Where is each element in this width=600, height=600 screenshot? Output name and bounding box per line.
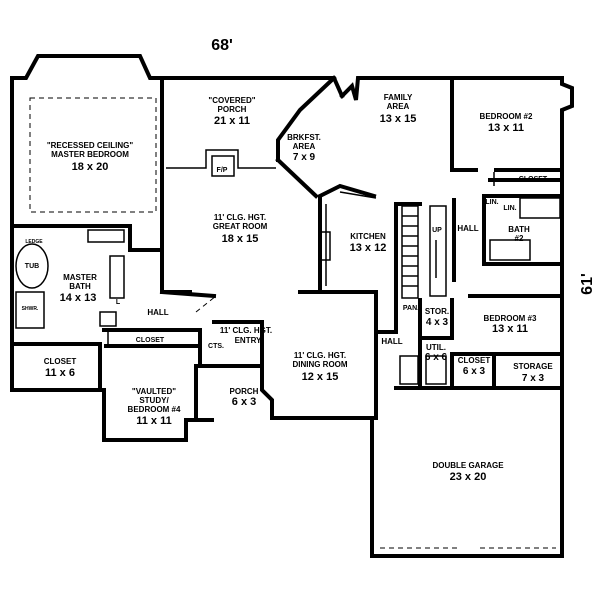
svg-text:AREA: AREA	[387, 102, 410, 111]
room-master-closet: CLOSET 11 x 6	[44, 357, 77, 379]
svg-text:BEDROOM #3: BEDROOM #3	[484, 314, 537, 323]
svg-text:"COVERED": "COVERED"	[208, 96, 255, 105]
svg-text:18 x 15: 18 x 15	[222, 233, 259, 245]
svg-text:CLOSET: CLOSET	[458, 356, 491, 365]
room-bedroom-2: BEDROOM #2 13 x 11	[480, 112, 533, 134]
svg-text:21 x 11: 21 x 11	[214, 115, 250, 127]
bath2-tub	[519, 197, 561, 219]
svg-text:18 x 20: 18 x 20	[72, 161, 109, 173]
svg-text:13 x 15: 13 x 15	[380, 113, 417, 125]
room-entry: 11' CLG. HGT. ENTRY	[220, 326, 272, 345]
room-breakfast-area: BRKFST. AREA 7 x 9	[287, 133, 321, 163]
room-storage-small: STOR. 4 x 3	[425, 307, 449, 328]
svg-text:14 x 13: 14 x 13	[60, 292, 97, 304]
svg-text:BEDROOM #2: BEDROOM #2	[480, 112, 533, 121]
room-storage: STORAGE 7 x 3	[513, 362, 553, 384]
svg-text:#2: #2	[515, 234, 524, 243]
svg-text:DINING ROOM: DINING ROOM	[292, 360, 347, 369]
tub-fixture	[15, 243, 49, 289]
depth-dimension-label: 61'	[579, 273, 596, 295]
tub-label: TUB	[25, 263, 39, 270]
svg-text:GREAT ROOM: GREAT ROOM	[213, 222, 268, 231]
svg-text:11 x 6: 11 x 6	[45, 367, 75, 379]
svg-text:6 x 3: 6 x 3	[232, 396, 256, 408]
svg-text:BEDROOM #4: BEDROOM #4	[128, 405, 181, 414]
svg-text:12 x 15: 12 x 15	[302, 371, 339, 383]
details	[15, 97, 561, 549]
room-great-room: 11' CLG. HGT. GREAT ROOM 18 x 15	[213, 213, 268, 245]
svg-text:23 x 20: 23 x 20	[450, 471, 487, 483]
room-utility: UTIL. 6 x 6	[425, 343, 448, 363]
svg-text:UTIL.: UTIL.	[426, 343, 446, 352]
svg-text:KITCHEN: KITCHEN	[350, 232, 386, 241]
svg-text:6 x 6: 6 x 6	[425, 352, 448, 363]
hall-label-left: HALL	[147, 308, 168, 317]
stairs	[401, 205, 447, 299]
room-kitchen: KITCHEN 13 x 12	[350, 232, 387, 254]
svg-text:13 x 11: 13 x 11	[488, 122, 524, 134]
room-bedroom-3: BEDROOM #3 13 x 11	[484, 314, 537, 335]
closet-bed2-label: CLOSET	[519, 176, 548, 183]
svg-text:MASTER BEDROOM: MASTER BEDROOM	[51, 150, 129, 159]
svg-text:11' CLG. HGT.: 11' CLG. HGT.	[220, 326, 272, 335]
svg-text:"VAULTED": "VAULTED"	[132, 387, 176, 396]
svg-text:ENTRY: ENTRY	[235, 336, 262, 345]
svg-text:BRKFST.: BRKFST.	[287, 133, 321, 142]
walls	[10, 54, 574, 558]
svg-text:13 x 11: 13 x 11	[492, 323, 528, 335]
room-family-area: FAMILY AREA 13 x 15	[380, 93, 417, 125]
svg-text:STUDY/: STUDY/	[139, 396, 169, 405]
svg-text:PORCH: PORCH	[230, 387, 259, 396]
room-porch: PORCH 6 x 3	[230, 387, 259, 408]
svg-text:STORAGE: STORAGE	[513, 362, 553, 371]
room-bath-2: BATH #2	[508, 225, 530, 243]
l-label: L	[116, 299, 121, 306]
fireplace	[166, 149, 276, 169]
fireplace-label: F/P	[217, 167, 228, 174]
cts-label: CTS.	[208, 343, 224, 350]
svg-text:11' CLG. HGT.: 11' CLG. HGT.	[214, 213, 266, 222]
hall-label-right: HALL	[457, 224, 478, 233]
linen-label-1: LIN.	[485, 199, 498, 206]
ledge-label: LEDGE	[25, 239, 43, 245]
hall-label-mid: HALL	[381, 337, 402, 346]
svg-text:13 x 12: 13 x 12	[350, 242, 387, 254]
svg-text:PORCH: PORCH	[218, 105, 247, 114]
shower-label: SHWR.	[22, 306, 39, 312]
svg-text:CLOSET: CLOSET	[44, 357, 77, 366]
room-master-bedroom: "RECESSED CEILING" MASTER BEDROOM 18 x 2…	[47, 141, 133, 173]
room-utility-closet: CLOSET 6 x 3	[458, 356, 491, 377]
room-dining: 11' CLG. HGT. DINING ROOM 12 x 15	[292, 351, 347, 383]
svg-text:STOR.: STOR.	[425, 307, 449, 316]
svg-text:11' CLG. HGT.: 11' CLG. HGT.	[294, 351, 346, 360]
svg-text:BATH: BATH	[508, 225, 530, 234]
svg-text:7 x 3: 7 x 3	[522, 373, 545, 384]
svg-text:11 x 11: 11 x 11	[136, 415, 172, 427]
svg-text:FAMILY: FAMILY	[384, 93, 413, 102]
svg-text:DOUBLE GARAGE: DOUBLE GARAGE	[432, 461, 504, 470]
room-master-bath: MASTER BATH 14 x 13	[60, 273, 97, 304]
recessed-ceiling-outline	[29, 97, 157, 213]
svg-text:MASTER: MASTER	[63, 273, 97, 282]
svg-text:AREA: AREA	[293, 142, 316, 151]
svg-text:6 x 3: 6 x 3	[463, 366, 486, 377]
room-double-garage: DOUBLE GARAGE 23 x 20	[432, 461, 504, 483]
width-dimension-label: 68'	[211, 37, 233, 54]
svg-text:4 x 3: 4 x 3	[426, 317, 449, 328]
svg-text:BATH: BATH	[69, 282, 91, 291]
svg-text:7 x 9: 7 x 9	[293, 152, 316, 163]
closet-study-label: CLOSET	[136, 337, 165, 344]
svg-text:"RECESSED CEILING": "RECESSED CEILING"	[47, 141, 133, 150]
room-study-bedroom-4: "VAULTED" STUDY/ BEDROOM #4 11 x 11	[128, 387, 181, 427]
linen-label-2: LIN.	[503, 205, 516, 212]
pantry-label: PAN.	[403, 305, 419, 312]
room-covered-porch: "COVERED" PORCH 21 x 11	[208, 96, 255, 127]
shower-fixture	[15, 291, 45, 329]
stairs-up-label: UP	[432, 227, 442, 234]
